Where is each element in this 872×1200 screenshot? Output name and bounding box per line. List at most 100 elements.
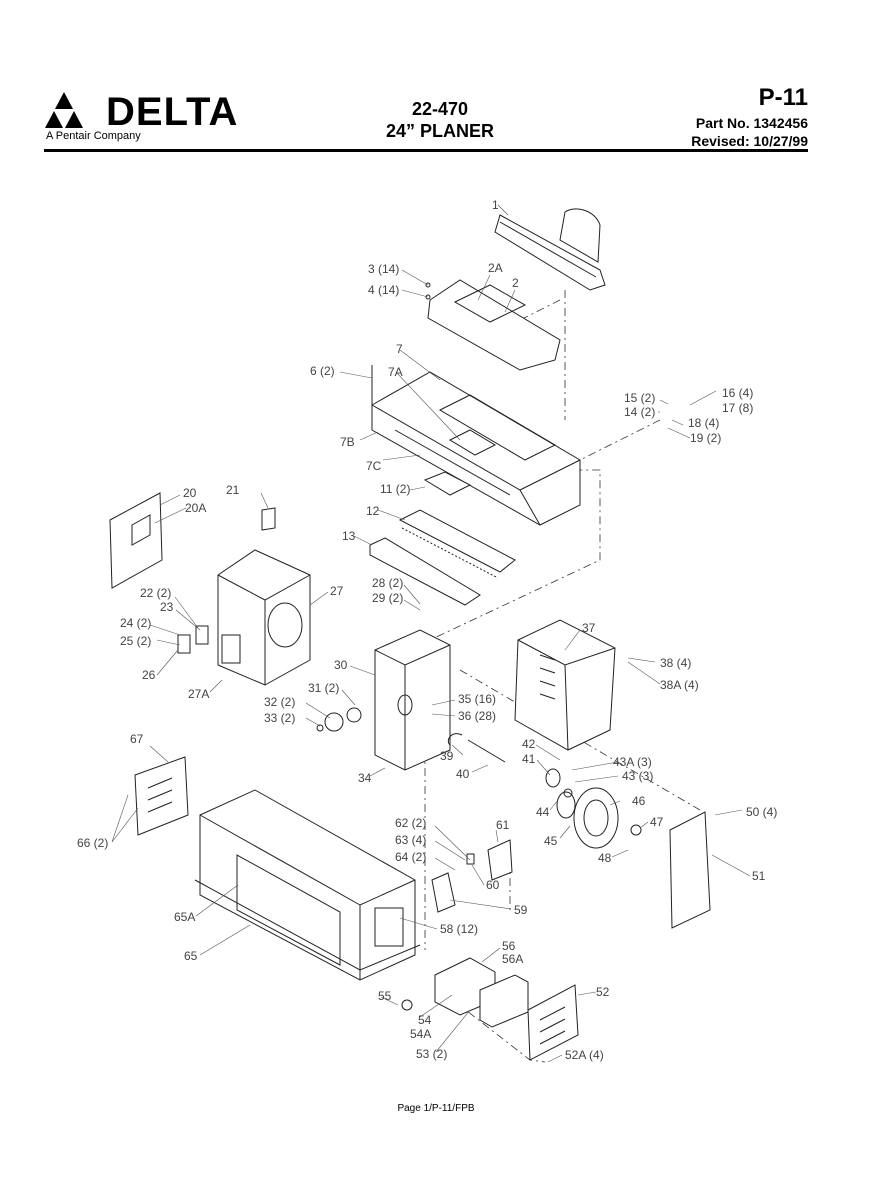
delta-triangles-icon: [45, 92, 83, 128]
callout-54a: 54A: [410, 1027, 431, 1041]
callout-27: 27: [330, 584, 344, 598]
callout-54: 54: [418, 1013, 432, 1027]
part-67-side-panel: [134, 756, 189, 836]
part-number: 1342456: [753, 115, 808, 131]
part-59-bracket: [431, 839, 513, 913]
part-number-label: Part No.: [695, 115, 750, 131]
callout-27a: 27A: [188, 687, 209, 701]
callout-33: 33 (2): [264, 711, 295, 725]
callout-43: 43 (3): [622, 769, 653, 783]
callout-64: 64 (2): [395, 850, 426, 864]
centerline: [429, 419, 661, 641]
part-20-door: [109, 492, 163, 589]
callout-52a: 52A (4): [565, 1048, 604, 1062]
part-13-bar: [369, 537, 481, 606]
callout-28: 28 (2): [372, 576, 403, 590]
title-block: 22-470 24” PLANER: [340, 98, 540, 142]
callout-21: 21: [226, 483, 240, 497]
callout-63: 63 (4): [395, 833, 426, 847]
callout-67: 67: [130, 732, 144, 746]
callout-2: 2: [512, 276, 519, 290]
callout-3: 3 (14): [368, 262, 399, 276]
callout-25: 25 (2): [120, 634, 151, 648]
part-27-left-cabinet: [217, 507, 311, 686]
document-info: P-11 Part No. 1342456 Revised: 10/27/99: [608, 84, 808, 150]
callout-51: 51: [752, 869, 766, 883]
callout-4: 4 (14): [368, 283, 399, 297]
callout-30: 30: [334, 658, 348, 672]
callout-46: 46: [632, 794, 646, 808]
header-rule: [44, 149, 808, 152]
delta-logo: DELTA A Pentair Company: [44, 90, 244, 146]
centerline: [519, 299, 561, 321]
callout-40: 40: [456, 767, 470, 781]
brand-name: DELTA: [106, 90, 239, 134]
callout-7c: 7C: [366, 459, 382, 473]
callout-6: 6 (2): [310, 364, 335, 378]
callout-29: 29 (2): [372, 591, 403, 605]
revised-date: 10/27/99: [753, 133, 809, 149]
callout-44: 44: [536, 805, 550, 819]
model-number: 22-470: [411, 99, 469, 119]
callout-38a: 38A (4): [660, 678, 699, 692]
callout-34: 34: [358, 771, 372, 785]
callout-20a: 20A: [185, 501, 206, 515]
callout-18: 18 (4): [688, 416, 719, 430]
callout-47: 47: [650, 815, 664, 829]
callout-22: 22 (2): [140, 586, 171, 600]
part-7-top-housing: [371, 365, 581, 526]
callout-37: 37: [582, 621, 596, 635]
callout-55: 55: [378, 989, 392, 1003]
callout-23: 23: [160, 600, 174, 614]
part-22-latch: [177, 625, 362, 732]
part-51-panel: [669, 811, 711, 929]
part-40-shaft: [447, 733, 573, 798]
part-1-dust-hood: [494, 208, 606, 291]
callout-31: 31 (2): [308, 681, 339, 695]
callout-7a: 7A: [388, 365, 403, 379]
callout-42: 42: [522, 737, 536, 751]
callout-38: 38 (4): [660, 656, 691, 670]
callout-36: 36 (28): [458, 709, 496, 723]
callout-11: 11 (2): [380, 482, 410, 496]
callout-19: 19 (2): [690, 431, 721, 445]
callout-39: 39: [440, 749, 454, 763]
callout-65a: 65A: [174, 910, 195, 924]
callout-48: 48: [598, 851, 612, 865]
callout-12: 12: [366, 504, 380, 518]
callout-32: 32 (2): [264, 695, 295, 709]
callout-56a: 56A: [502, 952, 523, 966]
part-52-side-panel: [527, 984, 579, 1061]
callout-52: 52: [596, 985, 610, 999]
page-footer: Page 1/P-11/FPB: [397, 1103, 475, 1114]
callout-60: 60: [486, 878, 500, 892]
callout-53: 53 (2): [416, 1047, 447, 1061]
callout-7b: 7B: [340, 435, 355, 449]
part-2-cover: [425, 279, 561, 371]
part-37-cover: [514, 619, 616, 751]
part-number-line: Part No. 1342456: [608, 114, 808, 132]
callout-45: 45: [544, 834, 558, 848]
callout-61: 61: [496, 818, 510, 832]
callout-16: 16 (4): [722, 386, 753, 400]
callout-17: 17 (8): [722, 401, 753, 415]
callout-14: 14 (2): [624, 405, 655, 419]
callout-43a: 43A (3): [613, 755, 652, 769]
callout-59: 59: [514, 903, 528, 917]
callout-1: 1: [492, 198, 499, 212]
callout-7: 7: [396, 342, 403, 356]
callout-26: 26: [142, 668, 156, 682]
revised-label: Revised:: [691, 133, 750, 149]
callout-2a: 2A: [488, 261, 503, 275]
callout-13: 13: [342, 529, 356, 543]
part-34-column: [374, 629, 451, 771]
page-code: P-11: [758, 84, 808, 111]
callout-62: 62 (2): [395, 816, 426, 830]
leader-lines: [111, 204, 751, 1063]
part-65-base: [194, 789, 421, 981]
callout-58: 58 (12): [440, 922, 478, 936]
revised-line: Revised: 10/27/99: [608, 132, 808, 150]
callout-24: 24 (2): [120, 616, 151, 630]
